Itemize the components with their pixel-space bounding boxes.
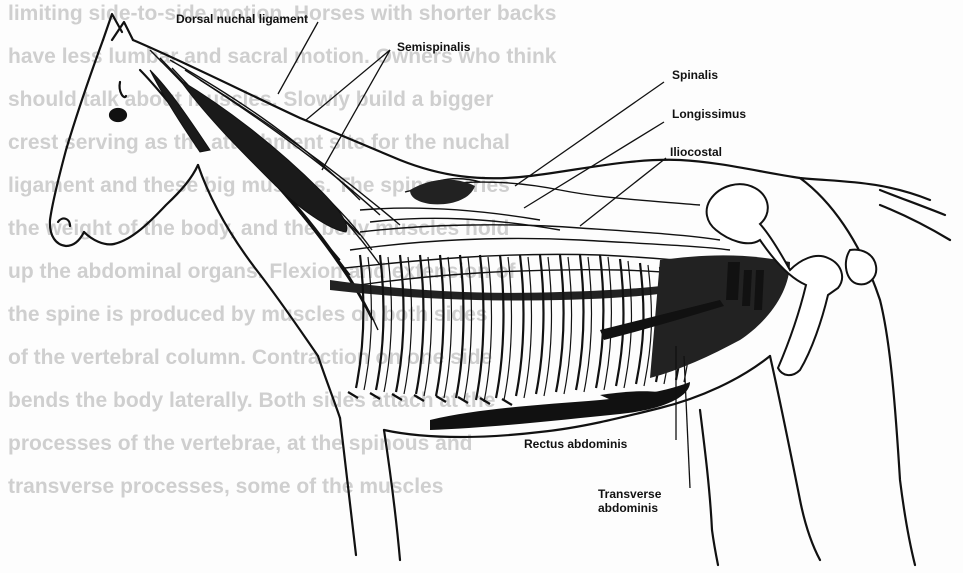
rib (584, 257, 591, 392)
background-text-line: the weight of the body, and the belly mu… (8, 217, 509, 240)
rib (524, 257, 531, 398)
background-text-line: have less lumbar and sacral motion. Owne… (8, 45, 557, 68)
label-transverse-abdominis: Transverse abdominis (598, 487, 682, 515)
rib (502, 399, 512, 405)
label-spinalis: Spinalis (672, 68, 718, 82)
rib (536, 255, 543, 394)
label-dorsal-nuchal-ligament: Dorsal nuchal ligament (176, 12, 308, 26)
rib (556, 255, 563, 392)
rib (516, 255, 523, 396)
rib (596, 255, 603, 388)
background-text-line: processes of the vertebrae, at the spino… (8, 432, 472, 455)
label-iliocostal: Iliocostal (670, 145, 722, 159)
background-text-line: the spine is produced by muscles on both… (8, 303, 488, 326)
rib (564, 257, 571, 394)
background-text-line: transverse processes, some of the muscle… (8, 475, 443, 498)
rib (616, 259, 623, 386)
rib (544, 257, 551, 396)
rib (604, 257, 611, 390)
label-rectus-abdominis: Rectus abdominis (524, 437, 627, 451)
rib (576, 255, 583, 390)
label-semispinalis: Semispinalis (397, 40, 470, 54)
background-text-line: should talk about muscles. Slowly build … (8, 88, 493, 111)
label-longissimus: Longissimus (672, 107, 746, 121)
